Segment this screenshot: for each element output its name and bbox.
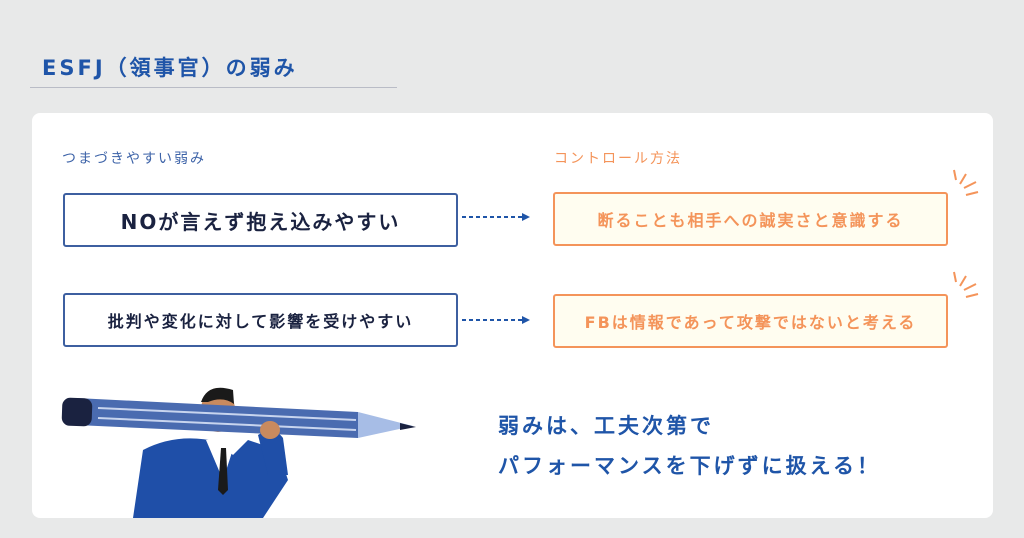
control-column-label: コントロール方法	[554, 151, 682, 167]
sparkle-icon	[953, 271, 979, 298]
page-title: ESFJ（領事官）の弱み	[42, 56, 298, 80]
sparkle-icon	[953, 169, 979, 196]
message-line-1: 弱みは、工夫次第で	[498, 414, 714, 438]
message-line-2: パフォーマンスを下げずに扱える！	[498, 454, 881, 478]
arrow-icon	[462, 213, 530, 221]
control-box-1: 断ることも相手への誠実さと意識する	[553, 192, 948, 246]
arrow-icon	[462, 316, 530, 324]
weakness-column-label: つまづきやすい弱み	[62, 151, 206, 167]
businessman-with-pencil-illustration	[61, 387, 416, 518]
title-divider	[30, 87, 397, 88]
weakness-box-1: NOが言えず抱え込みやすい	[63, 193, 458, 247]
control-box-2: FBは情報であって攻撃ではないと考える	[553, 294, 948, 348]
weakness-box-2: 批判や変化に対して影響を受けやすい	[63, 293, 458, 347]
